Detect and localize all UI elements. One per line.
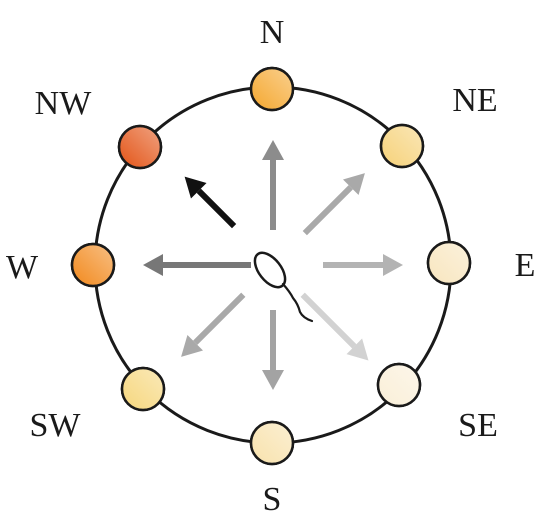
label-se: SE xyxy=(458,407,498,444)
node-nw xyxy=(120,127,160,167)
label-sw: SW xyxy=(30,407,82,444)
arrow-group xyxy=(143,140,403,390)
arrow-e xyxy=(323,254,403,276)
node-e xyxy=(429,243,469,283)
label-ne: NE xyxy=(452,82,497,119)
arrow-ne xyxy=(302,173,365,236)
label-s: S xyxy=(263,481,282,518)
arrow-sw xyxy=(181,292,246,357)
node-se xyxy=(379,365,419,405)
label-e: E xyxy=(515,247,536,284)
arrow-nw xyxy=(184,176,237,229)
node-w xyxy=(73,245,113,285)
arrow-se xyxy=(300,292,369,361)
arrow-s xyxy=(262,310,284,390)
arrow-n xyxy=(262,140,284,230)
label-nw: NW xyxy=(35,85,93,122)
node-n xyxy=(252,69,292,109)
label-w: W xyxy=(6,249,39,286)
sperm-cell-icon xyxy=(253,251,314,323)
node-ne xyxy=(382,126,422,166)
node-group xyxy=(70,66,472,466)
label-n: N xyxy=(260,14,285,51)
node-sw xyxy=(123,369,163,409)
node-s xyxy=(252,423,292,463)
label-group: N NE E SE S SW W NW xyxy=(6,14,535,518)
arrow-w xyxy=(143,254,251,276)
